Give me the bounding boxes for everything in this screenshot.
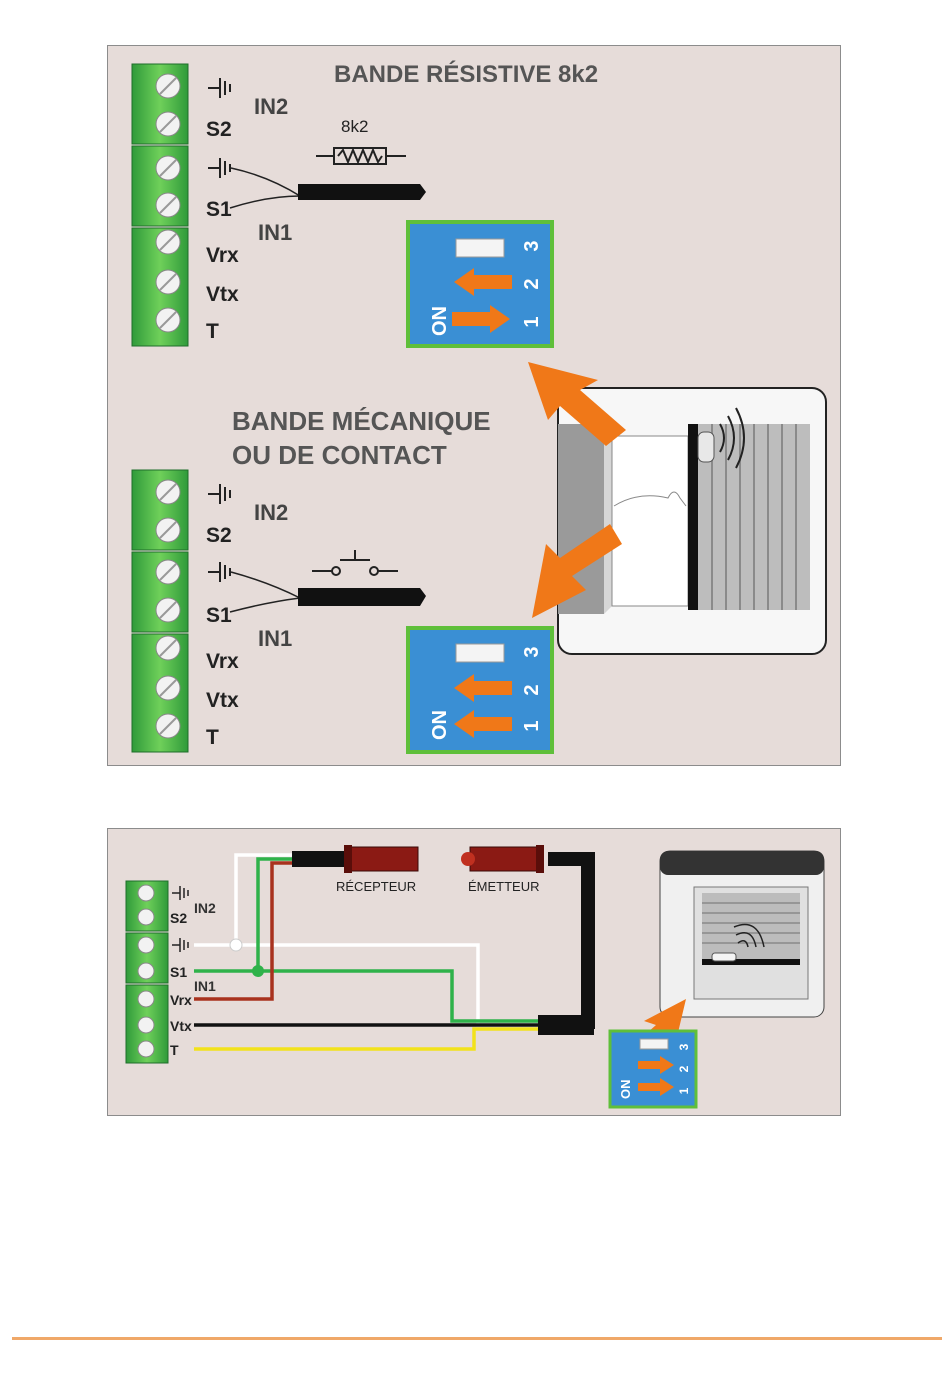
mechanical-edge-title-line2: OU DE CONTACT <box>232 440 447 470</box>
ground-icon <box>208 562 230 582</box>
ground-icon <box>172 886 188 900</box>
terminal-label-t: T <box>206 726 219 749</box>
dip-number-3: 3 <box>521 240 543 251</box>
dip-switch-photocell: ON 3 2 1 <box>610 1031 696 1107</box>
footer-rule <box>12 1337 942 1340</box>
terminal-label-vrx: Vrx <box>206 650 239 673</box>
terminal-label-s1: S1 <box>206 198 232 221</box>
dip-slider-3 <box>456 644 504 662</box>
dip-number-1: 1 <box>521 316 543 327</box>
dip-number-1: 1 <box>521 720 543 731</box>
ground-icon <box>208 78 230 98</box>
receiver-cable <box>292 851 348 867</box>
transmitter-device <box>712 953 736 961</box>
terminal-label-vtx: Vtx <box>170 1018 192 1034</box>
dip-on-label: ON <box>618 1080 633 1100</box>
resistor-icon <box>316 148 406 164</box>
terminal-label-vrx: Vrx <box>170 992 192 1008</box>
receiver-label: RÉCEPTEUR <box>336 879 416 894</box>
terminal-label-vtx: Vtx <box>206 283 239 306</box>
terminal-label-s1: S1 <box>206 604 232 627</box>
wiring-panel-safety-edge: BANDE RÉSISTIVE 8k2 S2 S1 Vr <box>107 45 841 766</box>
terminal-label-s1: S1 <box>170 964 187 980</box>
group-label-in2: IN2 <box>194 900 216 916</box>
group-label-in1: IN1 <box>194 978 216 994</box>
dip-number-3: 3 <box>521 646 543 657</box>
terminal-label-s2: S2 <box>170 910 187 926</box>
garage-door-mini-illustration <box>660 851 824 1017</box>
dip-number-2: 2 <box>521 278 543 289</box>
terminal-label-s2: S2 <box>206 118 232 141</box>
ground-icon <box>172 938 188 952</box>
dip-slider-3 <box>640 1039 668 1049</box>
wire-white <box>236 855 292 945</box>
group-label-in2: IN2 <box>254 500 288 525</box>
terminal-label-s2: S2 <box>206 524 232 547</box>
dip-number-2: 2 <box>521 684 543 695</box>
transmitter-photocell <box>461 845 544 873</box>
terminal-label-t: T <box>206 320 219 343</box>
dip-number-1: 1 <box>677 1087 691 1094</box>
terminal-label-t: T <box>170 1042 179 1058</box>
group-label-in1: IN1 <box>258 220 292 245</box>
group-label-in2: IN2 <box>254 94 288 119</box>
safety-edge-diagram: BANDE RÉSISTIVE 8k2 S2 S1 Vr <box>108 46 842 767</box>
ground-icon <box>208 158 230 178</box>
dip-on-label: ON <box>429 306 451 336</box>
contact-edge-strip <box>298 588 426 606</box>
transmitter-cable <box>548 859 588 1029</box>
terminal-block-photocell <box>126 881 168 1063</box>
safety-edge-strip <box>298 184 426 200</box>
dip-number-3: 3 <box>677 1043 691 1050</box>
ground-icon <box>208 484 230 504</box>
wire-yellow <box>194 1029 538 1049</box>
resistor-value-label: 8k2 <box>341 117 368 136</box>
group-label-in1: IN1 <box>258 626 292 651</box>
dip-switch-mechanical: ON 3 2 1 <box>408 628 552 752</box>
mechanical-edge-title-line1: BANDE MÉCANIQUE <box>232 406 491 436</box>
terminal-label-vtx: Vtx <box>206 689 239 712</box>
terminal-label-vrx: Vrx <box>206 244 239 267</box>
wire-green <box>258 859 292 971</box>
wire-green <box>194 971 538 1021</box>
resistive-edge-title: BANDE RÉSISTIVE 8k2 <box>334 60 598 88</box>
transmitter-device <box>698 432 714 462</box>
terminal-block-upper <box>132 64 188 346</box>
transmitter-label: ÉMETTEUR <box>468 879 540 894</box>
wiring-panel-photocell: S2 S1 Vrx Vtx T IN2 IN1 RÉCEPTEUR ÉMETTE… <box>107 828 841 1116</box>
dip-on-label: ON <box>429 710 451 740</box>
dip-switch-resistive: ON 3 2 1 <box>408 222 552 346</box>
dip-slider-3 <box>456 239 504 257</box>
junction-dot <box>230 939 242 951</box>
dip-number-2: 2 <box>677 1065 691 1072</box>
receiver-photocell <box>344 845 418 873</box>
junction-dot <box>252 965 264 977</box>
wire-white <box>194 945 538 1025</box>
photocell-diagram: S2 S1 Vrx Vtx T IN2 IN1 RÉCEPTEUR ÉMETTE… <box>108 829 842 1117</box>
terminal-block-lower <box>132 470 188 752</box>
push-switch-icon <box>312 550 398 575</box>
